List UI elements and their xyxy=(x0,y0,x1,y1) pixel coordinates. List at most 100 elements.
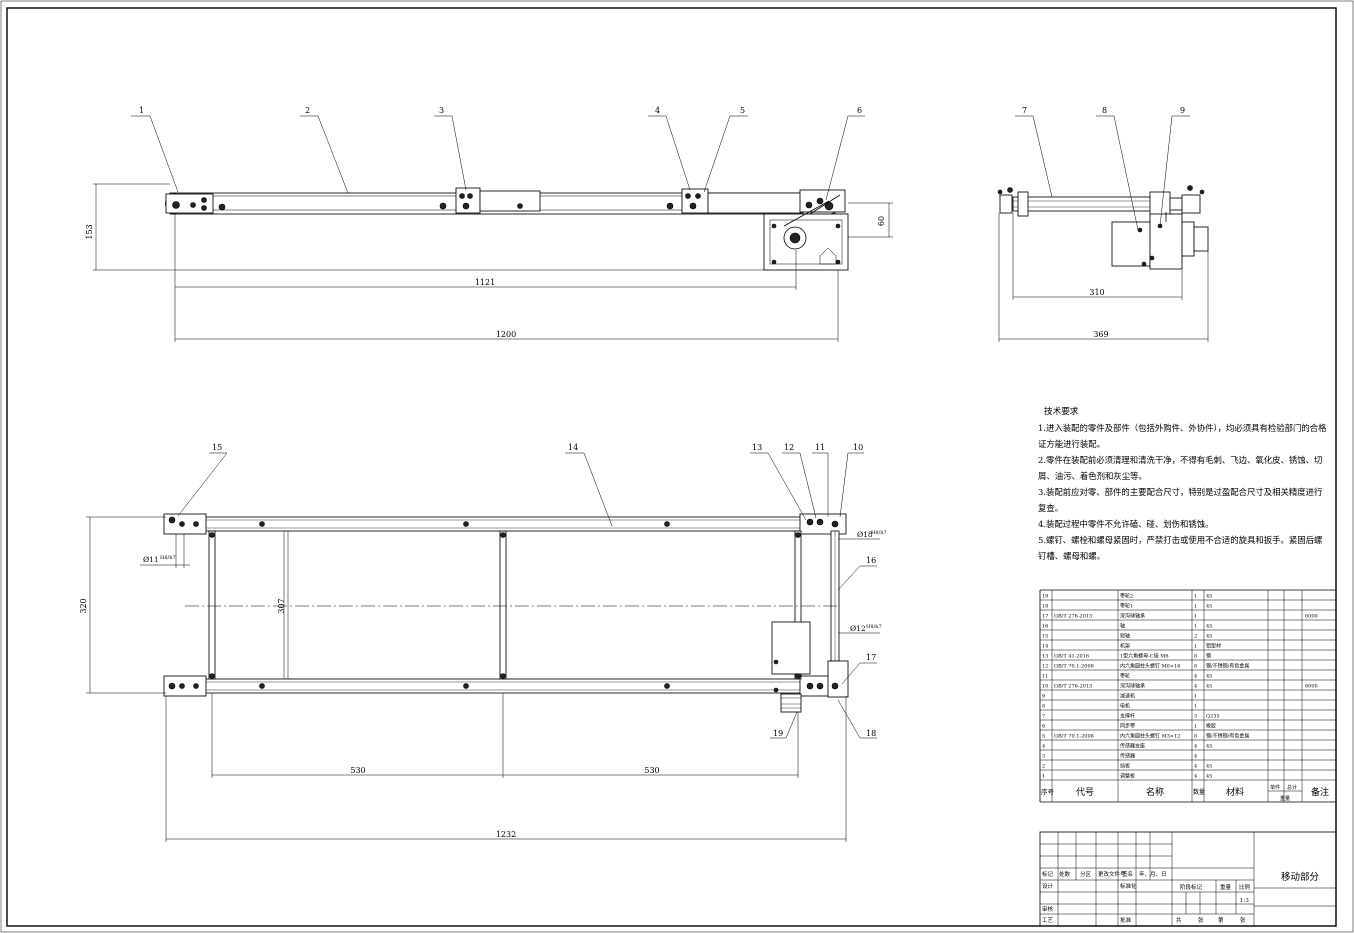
bom-code: GB/T 276-2013 xyxy=(1054,614,1092,620)
tb-stage: 阶段标记 xyxy=(1180,883,1203,891)
bom-name: 传感器支座 xyxy=(1120,743,1145,750)
tb-total: 共 xyxy=(1176,916,1182,924)
bom-qty: 8 xyxy=(1194,654,1197,660)
bom-qty: 4 xyxy=(1194,684,1197,690)
bom-name: 短轴 xyxy=(1120,633,1130,640)
bom-name: 内六角圆柱头螺钉 M3×12 xyxy=(1120,733,1180,740)
dim-1232: 1232 xyxy=(496,830,516,839)
bom-header-no: 序号 xyxy=(1041,787,1055,796)
bom-material: 45 xyxy=(1206,674,1212,680)
bom-material: 45 xyxy=(1206,684,1212,690)
side-view: 310 369 7 8 9 xyxy=(997,106,1209,342)
tb-design: 设计 xyxy=(1042,882,1054,890)
bom-header-single: 单件 xyxy=(1270,784,1280,791)
dim-1200: 1200 xyxy=(496,330,516,339)
tb-check: 审核 xyxy=(1042,905,1054,913)
bom-material: 45 xyxy=(1206,624,1212,630)
bom-name: 减速机 xyxy=(1120,693,1135,700)
bom-material: 45 xyxy=(1206,764,1212,770)
bom-header-note: 备注 xyxy=(1311,786,1329,798)
tb-change-doc: 更改文件号 xyxy=(1098,870,1126,878)
bom-qty: 3 xyxy=(1194,714,1197,720)
bom-material: 45 xyxy=(1206,744,1212,750)
bom-code: GB/T 70.1-2008 xyxy=(1054,664,1094,670)
bom-qty: 2 xyxy=(1194,634,1197,640)
callout-7: 7 xyxy=(1022,106,1027,115)
bom-name: 支撑杆 xyxy=(1120,713,1135,720)
bom-qty: 4 xyxy=(1194,754,1197,760)
bom-header-total: 总计 xyxy=(1287,784,1297,791)
bom-qty: 4 xyxy=(1194,764,1197,770)
drawing-name: 移动部分 xyxy=(1281,871,1320,883)
bom-no: 11 xyxy=(1042,674,1048,680)
bom-name: 同步带 xyxy=(1120,724,1135,730)
bom-material: 铝型材 xyxy=(1206,643,1221,650)
dia-12: Ø12 xyxy=(850,624,866,633)
tb-scale-val: 1:3 xyxy=(1240,898,1249,904)
bom-qty: 1 xyxy=(1194,704,1197,710)
top-view: 320 307 530 530 1232 Ø11 H8/h7 Ø18 H8/h7… xyxy=(79,443,887,842)
bom-no: 19 xyxy=(1042,594,1048,600)
dia-11-tol: H8/h7 xyxy=(160,555,176,561)
bom-material: 钢/不锈钢/有色金属 xyxy=(1206,663,1249,670)
callout-6: 6 xyxy=(857,106,862,115)
tb-page: 第 xyxy=(1218,916,1224,924)
bom-qty: 1 xyxy=(1194,614,1197,620)
callout-9: 9 xyxy=(1180,106,1185,115)
bom-name: 深沟球轴承 xyxy=(1120,613,1145,620)
bom-name: 1型六角螺母-C级 M6 xyxy=(1120,653,1169,660)
bom-qty: 1 xyxy=(1194,644,1197,650)
bom-header-name: 名称 xyxy=(1146,786,1164,798)
bom-name: 内六角圆柱头螺钉 M6×16 xyxy=(1120,663,1180,670)
dia-18: Ø18 xyxy=(857,530,873,539)
dim-530-right: 530 xyxy=(644,766,659,775)
bom-qty: 4 xyxy=(1194,744,1197,750)
callout-13: 13 xyxy=(752,443,762,452)
callout-12: 12 xyxy=(784,443,794,452)
bom-qty: 1 xyxy=(1194,694,1197,700)
dim-1121: 1121 xyxy=(475,278,495,287)
bom-note: 6000 xyxy=(1305,684,1318,690)
tb-sign: 签名 xyxy=(1122,870,1133,878)
callout-15: 15 xyxy=(212,443,222,452)
tb-sheet: 张 xyxy=(1240,916,1246,924)
tb-weight: 重量 xyxy=(1220,883,1232,891)
dim-530-left: 530 xyxy=(350,766,365,775)
bom-material: 钢/不锈钢/有色金属 xyxy=(1206,733,1249,740)
callout-16: 16 xyxy=(866,556,876,565)
bom-no: 9 xyxy=(1042,694,1045,700)
bom-material: 45 xyxy=(1206,774,1212,780)
bom-qty: 4 xyxy=(1194,674,1197,680)
bom-code: GB/T 70.1-2008 xyxy=(1054,734,1094,740)
callout-11: 11 xyxy=(815,443,825,452)
bom-name: 电机 xyxy=(1120,703,1130,710)
bom-code: GB/T 41-2016 xyxy=(1054,654,1089,660)
bom-no: 4 xyxy=(1042,744,1045,750)
dia-18-tol: H8/h7 xyxy=(871,530,887,536)
bom-qty: 1 xyxy=(1194,604,1197,610)
callout-2: 2 xyxy=(305,106,310,115)
bom-name: 深沟球轴承 xyxy=(1120,683,1145,690)
callout-4: 4 xyxy=(655,106,660,115)
bom-header-code: 代号 xyxy=(1076,787,1094,798)
bom-note: 6000 xyxy=(1305,614,1318,620)
bom-no: 15 xyxy=(1042,634,1048,640)
bom-qty: 1 xyxy=(1194,624,1197,630)
bom-material: 橡胶 xyxy=(1206,723,1216,730)
bom-no: 18 xyxy=(1042,604,1048,610)
tb-date: 年、月、日 xyxy=(1139,870,1167,878)
tech-item: 3.装配前应对零、部件的主要配合尺寸，特别是过盈配合尺寸及相关精度进行复查。 xyxy=(1038,487,1323,513)
bom-qty: 8 xyxy=(1194,664,1197,670)
tech-title: 技术要求 xyxy=(1044,407,1079,417)
dim-60: 60 xyxy=(877,216,886,226)
tb-zone: 分区 xyxy=(1080,870,1092,878)
callout-18: 18 xyxy=(866,729,876,738)
bom-no: 13 xyxy=(1042,654,1048,660)
bom-name: 轴 xyxy=(1120,623,1125,630)
bom-no: 12 xyxy=(1042,664,1048,670)
inner-border xyxy=(6,7,1337,927)
bom-no: 5 xyxy=(1042,734,1045,740)
